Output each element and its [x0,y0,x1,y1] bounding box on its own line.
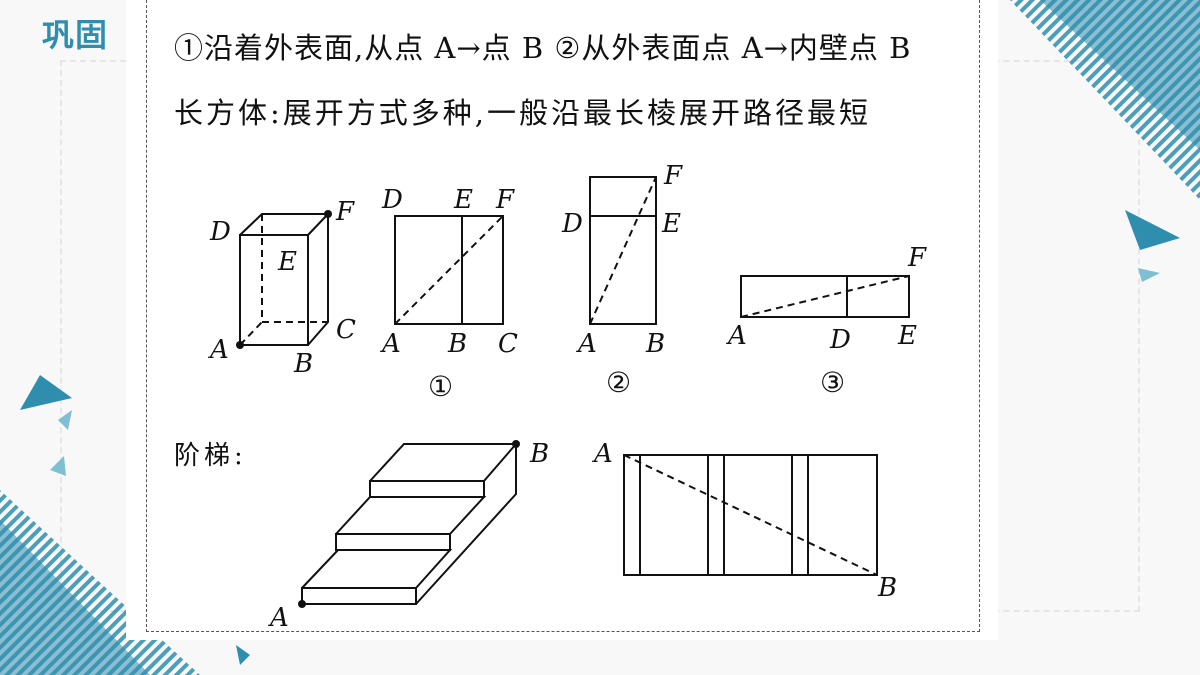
stairs-unfold-label-b: B [877,573,897,603]
stairs-unfold-figure: A B [592,439,897,603]
unfold2-label-a: A [576,329,597,359]
top-right-triangle [1040,0,1200,150]
unfold1-caption: ① [428,370,453,403]
left-triangle-small [58,410,72,430]
unfold1-label-f: F [495,185,515,215]
cuboid-rule-text: 长方体:展开方式多种,一般沿最长棱展开路径最短 [174,96,871,130]
right-triangle-large [1125,210,1180,250]
unfold3-label-e: E [897,321,917,351]
unfold-figure-2: F D E A B ② [561,161,683,399]
stairs-label-b: B [529,439,549,469]
unfold1-label-d: D [381,185,403,215]
unfold3-label-f: F [907,243,927,273]
unfold1-label-a: A [380,329,401,359]
content-card-border [146,0,980,632]
unfold3-label-a: A [726,321,747,351]
cuboid-label-b: B [293,349,313,379]
path-types-text: ①沿着外表面,从点 A→点 B ②从外表面点 A→内壁点 B [174,31,912,65]
stairs-3d-figure: A B [268,439,549,633]
stairs-label-a: A [268,603,289,633]
unfold1-label-c: C [498,329,518,359]
cuboid-label-c: C [336,315,356,345]
unfold3-label-d: D [829,325,851,355]
unfold2-caption: ② [606,366,631,399]
slide-title: 巩固 [42,16,109,54]
unfold1-label-e: E [453,185,473,215]
unfold-figure-1: D E F A B C ① [380,185,518,403]
unfold2-label-e: E [661,209,681,239]
unfold1-label-b: B [447,329,467,359]
content-card [126,0,998,640]
cuboid-label-f: F [335,197,355,227]
stairs-unfold-label-a: A [592,439,613,469]
unfold2-label-f: F [663,161,683,191]
bottom-left-triangle [0,520,150,675]
cuboid-label-e: E [277,247,297,277]
unfold3-caption: ③ [820,366,845,399]
unfold2-label-b: B [645,329,665,359]
cuboid-label-d: D [209,217,231,247]
bottom-triangle-small [236,645,250,665]
cuboid-label-a: A [208,335,229,365]
unfold-figure-3: F A D E ③ [726,243,927,399]
stairs-label: 阶梯: [174,441,247,471]
left-triangle-large [20,375,72,410]
left-triangle-tiny [50,456,66,476]
cuboid-3d-figure: D F E C A B [208,197,356,379]
unfold2-label-d: D [561,209,583,239]
right-triangle-small [1138,268,1160,282]
